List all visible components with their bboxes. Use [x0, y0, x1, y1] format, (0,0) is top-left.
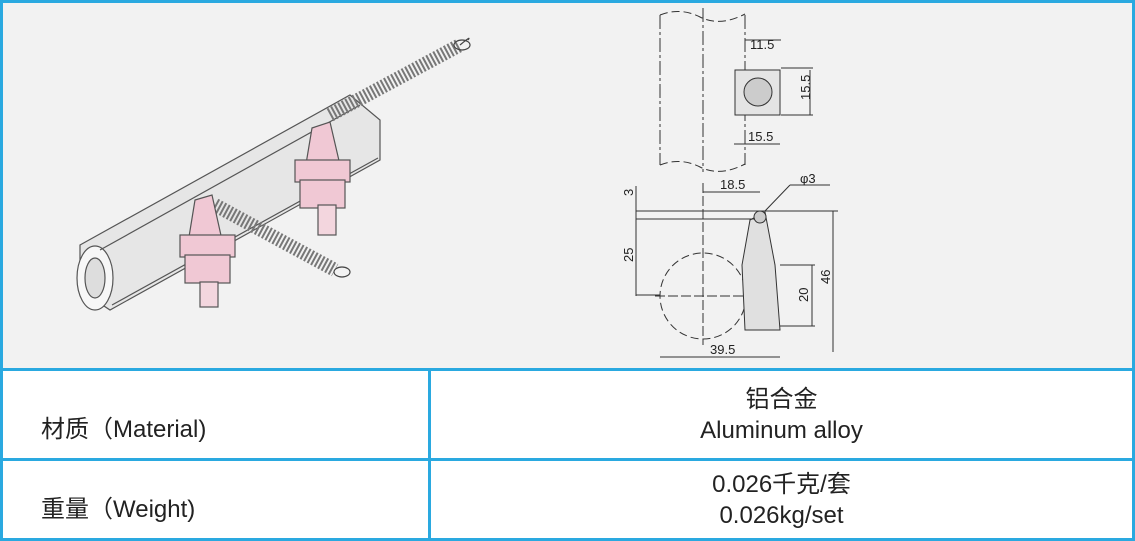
weight-label: 重量（Weight) — [0, 458, 431, 541]
dim-46: 46 — [818, 270, 833, 284]
dim-39-5: 39.5 — [710, 342, 735, 357]
material-value: 铝合金 Aluminum alloy — [428, 368, 1135, 461]
weight-value: 0.026千克/套 0.026kg/set — [428, 458, 1135, 541]
dim-15-5-width: 15.5 — [748, 129, 773, 144]
product-drawing: 11.5 15.5 15.5 18.5 φ3 3 25 20 46 39.5 — [76, 8, 838, 358]
weight-value-cn: 0.026千克/套 — [712, 470, 851, 498]
material-value-cn: 铝合金 — [745, 385, 818, 413]
spring-lower — [211, 198, 351, 278]
weight-value-en: 0.026kg/set — [719, 501, 844, 529]
material-value-en: Aluminum alloy — [700, 416, 863, 444]
material-label: 材质（Material) — [0, 368, 431, 461]
bracket-lower — [179, 194, 236, 308]
dim-11-5: 11.5 — [750, 37, 774, 52]
spring-upper — [326, 37, 471, 122]
dim-25: 25 — [621, 248, 636, 262]
bracket-upper — [294, 121, 351, 236]
spec-row-material: 材质（Material) 铝合金 Aluminum alloy — [0, 368, 1135, 461]
dim-18-5: 18.5 — [720, 177, 745, 192]
spec-row-weight: 重量（Weight) 0.026千克/套 0.026kg/set — [0, 458, 1135, 541]
technical-drawing — [635, 8, 838, 358]
dim-20: 20 — [796, 288, 811, 302]
dim-phi3: φ3 — [800, 171, 816, 186]
spec-table: 材质（Material) 铝合金 Aluminum alloy 重量（Weigh… — [0, 368, 1135, 541]
isometric-product-illustration — [76, 37, 471, 311]
dim-3: 3 — [621, 189, 636, 196]
dim-15-5-height: 15.5 — [798, 75, 813, 100]
product-figure-panel: 11.5 15.5 15.5 18.5 φ3 3 25 20 46 39.5 — [0, 0, 1135, 370]
